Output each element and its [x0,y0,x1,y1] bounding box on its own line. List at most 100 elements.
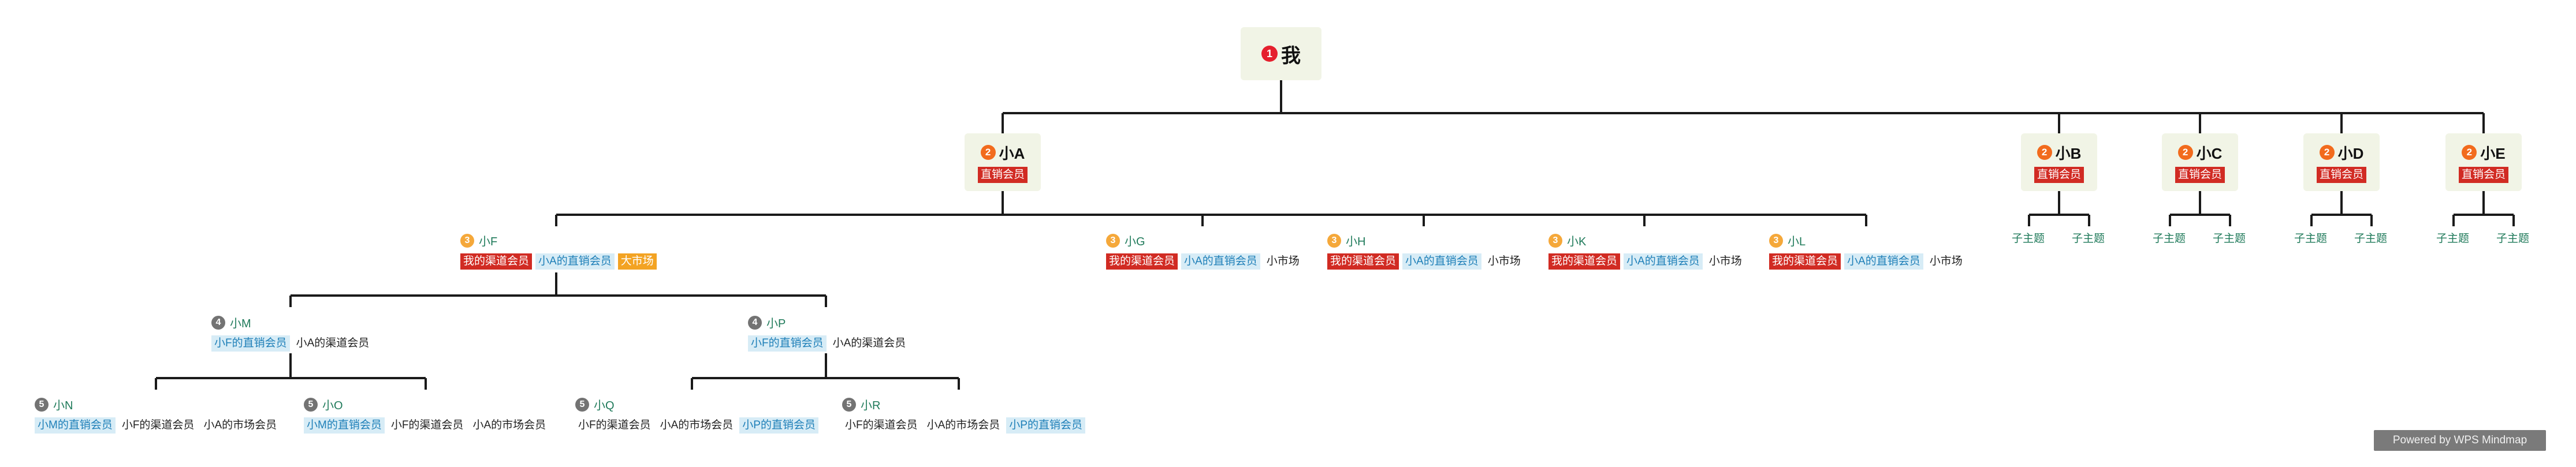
level-number-icon: 3 [1106,233,1120,248]
node-title: 小L [1788,236,1806,248]
subtopic-leaf[interactable]: 子主题 [2436,233,2470,245]
member-tag: 小F的渠道会员 [845,419,918,431]
level-number-icon: 3 [1548,233,1562,248]
node-tags: 我的渠道会员小A的直销会员大市场 [460,253,660,270]
node-f[interactable]: 3 小F 我的渠道会员小A的直销会员大市场 [460,232,660,270]
level-number-icon: 4 [211,315,225,330]
subtopic-leaf[interactable]: 子主题 [2072,233,2105,245]
member-tag: 小A的直销会员 [1181,253,1260,270]
member-tag: 小F的渠道会员 [390,419,464,431]
node-title-row: 3 小G [1106,232,1306,249]
member-tag: 小F的直销会员 [211,335,290,352]
level-number-icon: 1 [1261,46,1278,62]
level-number-icon: 2 [2462,145,2477,160]
node-tags: 小F的渠道会员小A的市场会员小P的直销会员 [575,417,822,434]
member-tag: 小A的市场会员 [472,419,546,431]
node-m[interactable]: 4 小M 小F的直销会员小A的渠道会员 [211,314,375,352]
direct-member-tag: 直销会员 [977,166,1028,183]
node-title: 小O [322,399,343,412]
member-tag: 小A的市场会员 [926,419,1000,431]
member-tag: 小市场 [1266,255,1300,267]
member-tag: 小F的直销会员 [748,335,827,352]
level-number-icon: 3 [1327,233,1341,248]
member-tag: 我的渠道会员 [1769,253,1841,270]
level-number-icon: 2 [2037,145,2052,160]
level-number-icon: 2 [2319,145,2335,160]
direct-member-tag: 直销会员 [2316,166,2366,183]
level-number-icon: 2 [2177,145,2193,160]
member-tag: 小A的市场会员 [203,419,277,431]
member-tag: 我的渠道会员 [460,253,533,270]
member-tag: 小A的市场会员 [660,419,734,431]
member-tag: 小P的直销会员 [739,417,818,434]
node-title-row: 3 小F [460,232,660,249]
subtopic-leaf[interactable]: 子主题 [2294,233,2328,245]
node-k[interactable]: 3 小K 我的渠道会员小A的直销会员小市场 [1548,232,1748,270]
node-title: 小B [2055,144,2082,162]
level-number-icon: 3 [460,233,474,248]
level-number-icon: 5 [575,397,589,412]
node-tags: 小M的直销会员小F的渠道会员小A的市场会员 [35,417,283,434]
direct-member-tag: 直销会员 [2175,166,2225,183]
subtopic-leaf[interactable]: 子主题 [2496,233,2530,245]
subtopic-leaf[interactable]: 子主题 [2153,233,2186,245]
node-title: 小M [230,317,251,330]
member-tag: 小市场 [1929,255,1963,267]
subtopic-leaf[interactable]: 子主题 [2012,233,2045,245]
node-h[interactable]: 3 小H 我的渠道会员小A的直销会员小市场 [1327,232,1527,270]
node-title: 小F [479,236,498,248]
node-title: 小N [53,399,73,412]
node-title: 小Q [594,399,615,412]
node-title: 小D [2337,144,2364,162]
subtopic-leaf[interactable]: 子主题 [2213,233,2246,245]
node-title: 小P [766,317,786,330]
wps-watermark: Powered by WPS Mindmap [2374,430,2546,451]
node-tags: 小M的直销会员小F的渠道会员小A的市场会员 [304,417,552,434]
node-title: 小E [2480,144,2506,162]
node-title: 小G [1125,236,1145,248]
node-title: 小K [1567,236,1587,248]
node-tags: 我的渠道会员小A的直销会员小市场 [1769,253,1969,270]
member-tag: 小A的直销会员 [1624,253,1703,270]
node-title: 小H [1346,236,1366,248]
node-title: 小C [2196,144,2223,162]
member-tag: 我的渠道会员 [1327,253,1399,270]
member-tag: 小A的直销会员 [1402,253,1481,270]
direct-member-tag: 直销会员 [2458,166,2508,183]
member-tag: 小市场 [1487,255,1521,267]
node-tags: 小F的直销会员小A的渠道会员 [748,335,912,352]
node-tags: 小F的渠道会员小A的市场会员小P的直销会员 [842,417,1089,434]
member-tag: 小市场 [1708,255,1742,267]
member-tag: 小P的直销会员 [1006,417,1085,434]
node-title: 小R [861,399,881,412]
member-tag: 小F的渠道会员 [578,419,651,431]
node-q[interactable]: 5 小Q 小F的渠道会员小A的市场会员小P的直销会员 [575,396,822,434]
member-tag: 小A的渠道会员 [296,337,370,349]
node-tags: 我的渠道会员小A的直销会员小市场 [1327,253,1527,270]
node-tags: 我的渠道会员小A的直销会员小市场 [1548,253,1748,270]
member-tag: 大市场 [617,253,657,270]
member-tag: 小A的直销会员 [535,253,615,270]
subtopic-leaf[interactable]: 子主题 [2354,233,2388,245]
